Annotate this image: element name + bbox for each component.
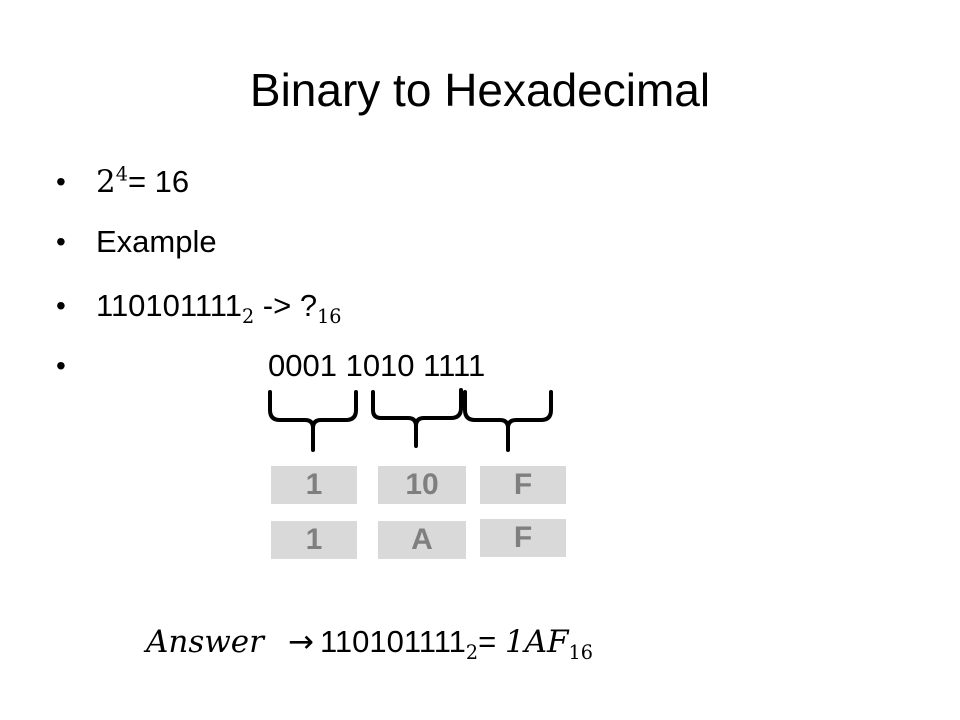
question-mark: ? xyxy=(299,288,318,323)
hex-box-1: 1 xyxy=(271,521,357,559)
example-label: Example xyxy=(96,224,217,259)
answer-binary-base: 2 xyxy=(465,641,479,665)
power-result: = 16 xyxy=(127,164,190,199)
hex-box-3: F xyxy=(480,519,566,557)
answer-equals: = xyxy=(478,624,505,659)
decimal-box-3: F xyxy=(480,466,566,504)
power-exponent: 4 xyxy=(115,162,128,186)
binary-number: 110101111 xyxy=(96,288,242,323)
bullet-dot: • xyxy=(56,166,66,197)
answer-hex-base: 16 xyxy=(568,641,593,665)
bullet-dot: • xyxy=(56,226,66,257)
question-arrow: -> xyxy=(254,288,300,323)
bullet-dot: • xyxy=(56,290,66,321)
power-expression: 24= 16 xyxy=(96,162,189,202)
answer-binary: 110101111 xyxy=(319,624,466,659)
bullet-dot: • xyxy=(56,350,66,381)
decimal-box-1: 1 xyxy=(271,466,357,504)
brace-group-2 xyxy=(371,388,463,448)
answer-label: Answer xyxy=(146,624,264,660)
brace-group-1 xyxy=(268,390,358,452)
power-base: 2 xyxy=(96,164,116,200)
brace-group-3 xyxy=(463,390,553,452)
binary-base: 2 xyxy=(241,305,255,329)
question-expression: 1101011112 -> ?16 xyxy=(96,286,342,326)
decimal-box-2: 10 xyxy=(378,466,466,504)
hex-box-2: A xyxy=(378,521,466,559)
hex-base: 16 xyxy=(317,305,342,329)
slide-title: Binary to Hexadecimal xyxy=(249,64,711,116)
grouped-binary: 0001 1010 1111 xyxy=(268,348,486,383)
answer-arrow: → xyxy=(287,624,314,660)
answer-line: Answer →1101011112= 1AF16 xyxy=(146,620,593,664)
answer-hex: 1AF xyxy=(504,624,569,660)
